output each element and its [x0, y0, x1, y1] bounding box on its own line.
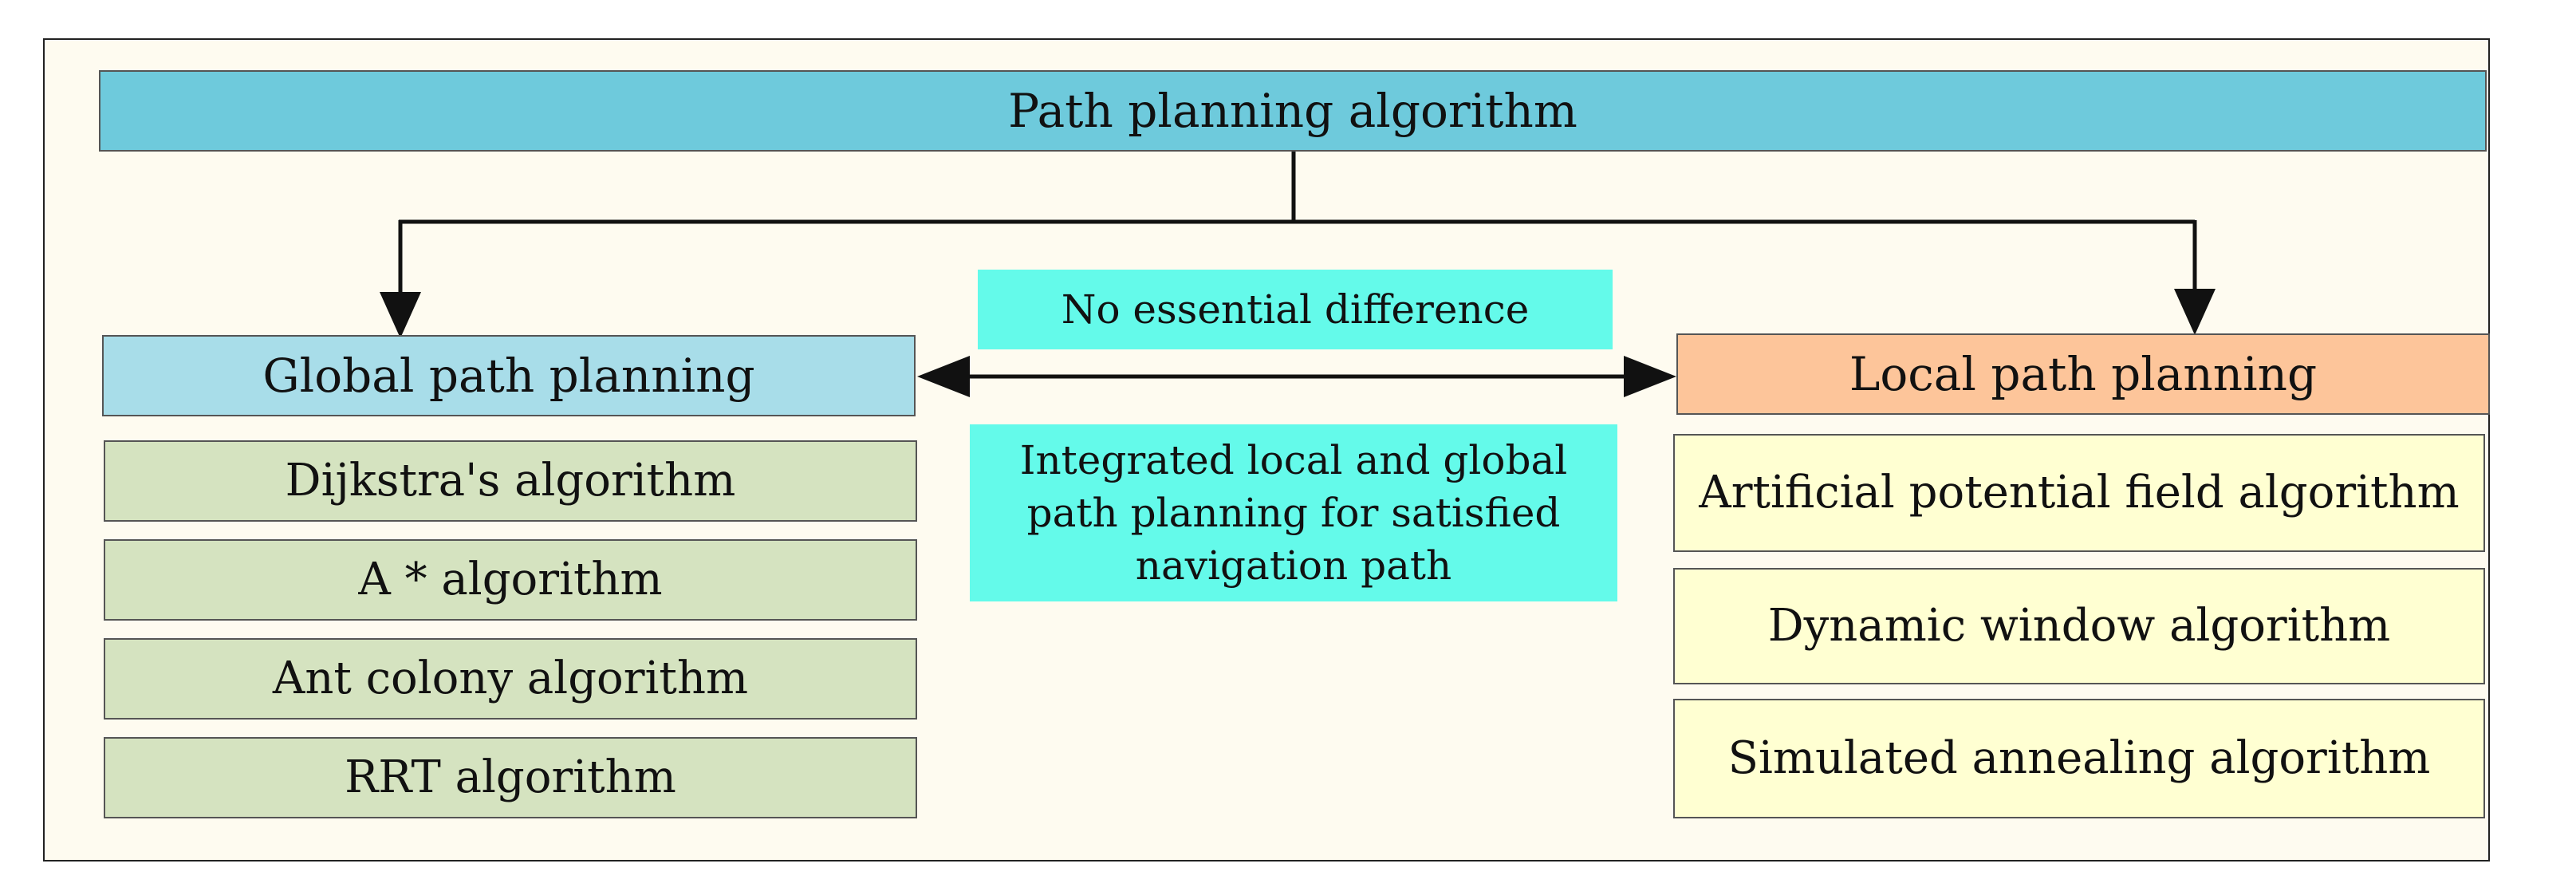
left-drop-arrowhead: [380, 292, 421, 338]
top-note-text: No essential difference: [1061, 286, 1530, 333]
global-item-ant-colony: Ant colony algorithm: [104, 638, 917, 720]
bottom-note-text: Integrated local and global path plannin…: [970, 434, 1617, 592]
global-item-dijkstra: Dijkstra's algorithm: [104, 440, 917, 522]
local-item-label: Simulated annealing algorithm: [1727, 732, 2431, 785]
global-item-label: RRT algorithm: [345, 751, 676, 804]
local-path-planning-node: Local path planning: [1676, 333, 2490, 415]
global-item-label: Dijkstra's algorithm: [285, 455, 736, 507]
local-item-label: Dynamic window algorithm: [1767, 600, 2391, 653]
local-item-artificial-potential-field: Artificial potential field algorithm: [1673, 434, 2485, 552]
bottom-note-line: Integrated local and global: [1019, 437, 1568, 483]
integrated-planning-note: Integrated local and global path plannin…: [970, 424, 1617, 601]
no-essential-difference-note: No essential difference: [978, 270, 1613, 349]
relation-arrowhead-left: [917, 356, 970, 397]
global-item-label: Ant colony algorithm: [272, 653, 749, 705]
global-item-rrt: RRT algorithm: [104, 737, 917, 818]
right-drop-arrowhead: [2174, 289, 2216, 335]
root-node-label: Path planning algorithm: [1008, 83, 1578, 138]
global-path-planning-node: Global path planning: [102, 335, 916, 416]
global-item-a-star: A * algorithm: [104, 539, 917, 621]
local-item-label: Artificial potential field algorithm: [1699, 467, 2460, 519]
root-node: Path planning algorithm: [99, 70, 2487, 152]
local-item-simulated-annealing: Simulated annealing algorithm: [1673, 699, 2485, 818]
bottom-note-line: navigation path: [1135, 542, 1452, 589]
local-item-dynamic-window: Dynamic window algorithm: [1673, 568, 2485, 684]
global-node-label: Global path planning: [262, 348, 755, 403]
local-node-label: Local path planning: [1849, 346, 2318, 401]
global-item-label: A * algorithm: [358, 554, 663, 606]
relation-arrowhead-right: [1624, 356, 1676, 397]
bottom-note-line: path planning for satisfied: [1026, 490, 1561, 536]
